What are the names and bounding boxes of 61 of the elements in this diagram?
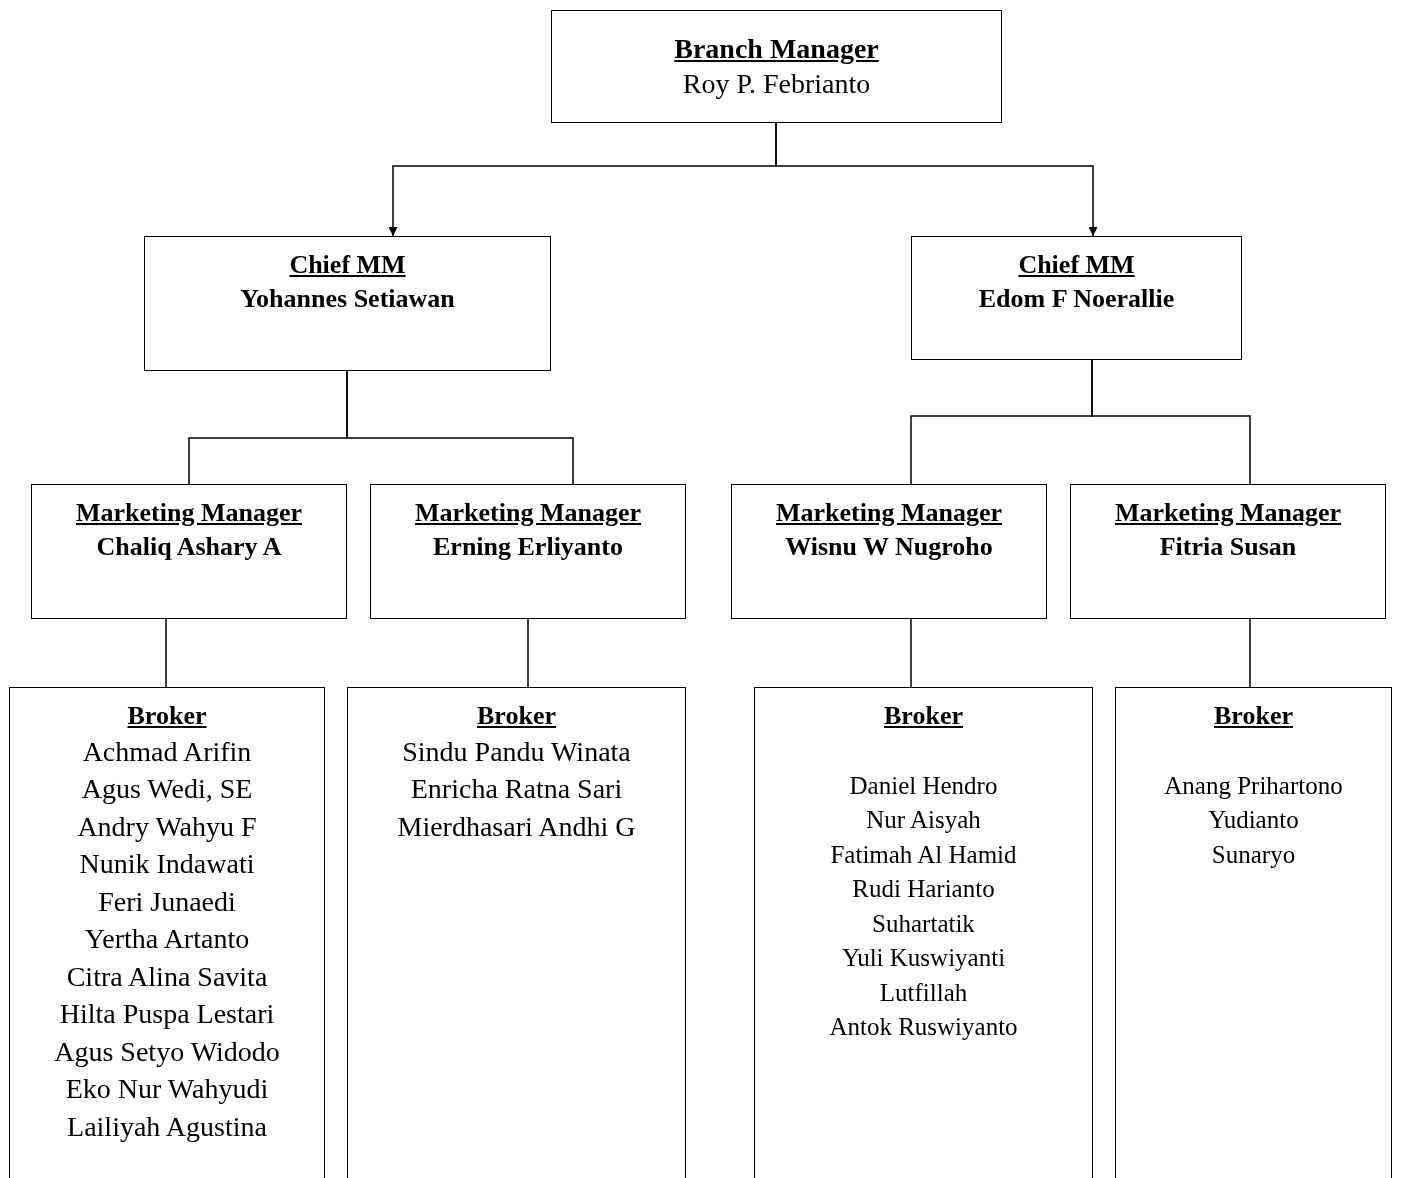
person-name: Lutfillah bbox=[879, 977, 968, 1008]
person-name: Achmad Arifin bbox=[82, 734, 252, 769]
person-name: Erning Erliyanto bbox=[433, 530, 623, 563]
role-title: Marketing Manager bbox=[1115, 497, 1341, 529]
person-name: Daniel Hendro bbox=[849, 770, 998, 801]
person-name: Yudianto bbox=[1208, 805, 1299, 835]
org-box bbox=[551, 10, 1002, 123]
org-box bbox=[754, 687, 1093, 1178]
connector-line bbox=[527, 618, 529, 688]
role-title: Chief MM bbox=[289, 249, 406, 281]
connector-line bbox=[346, 370, 574, 485]
role-title: Marketing Manager bbox=[776, 497, 1002, 529]
connector-line bbox=[1249, 618, 1251, 688]
person-name: Agus Wedi, SE bbox=[81, 772, 253, 806]
connector-line bbox=[910, 618, 912, 688]
connector-line bbox=[165, 618, 167, 688]
person-name: Wisnu W Nugroho bbox=[785, 530, 993, 563]
person-name: Yohannes Setiawan bbox=[240, 282, 455, 315]
role-title: Broker bbox=[884, 700, 963, 732]
org-box bbox=[370, 484, 686, 619]
person-name: Edom F Noerallie bbox=[978, 282, 1175, 315]
person-name: Antok Ruswiyanto bbox=[829, 1012, 1018, 1042]
person-name: Sindu Pandu Winata bbox=[402, 734, 631, 769]
person-name: Nunik Indawati bbox=[79, 847, 255, 882]
role-title: Chief MM bbox=[1018, 249, 1135, 281]
person-name: Sunaryo bbox=[1211, 839, 1296, 870]
org-box bbox=[31, 484, 347, 619]
role-title: Broker bbox=[477, 700, 556, 732]
person-name: Fitria Susan bbox=[1159, 530, 1297, 563]
person-name: Roy P. Febrianto bbox=[682, 67, 871, 101]
person-name: Hilta Puspa Lestari bbox=[59, 997, 275, 1032]
role-title: Broker bbox=[1214, 700, 1293, 732]
org-box bbox=[1115, 687, 1392, 1178]
org-box bbox=[144, 236, 551, 371]
person-name: Citra Alina Savita bbox=[66, 959, 268, 994]
role-title: Marketing Manager bbox=[76, 497, 302, 529]
org-box bbox=[731, 484, 1047, 619]
person-name: Agus Setyo Widodo bbox=[54, 1034, 280, 1069]
role-title: Marketing Manager bbox=[415, 497, 641, 529]
connector-line bbox=[1091, 359, 1251, 485]
person-name: Fatimah Al Hamid bbox=[830, 839, 1017, 870]
person-name: Suhartatik bbox=[872, 908, 975, 939]
org-box bbox=[9, 687, 325, 1178]
role-title: Branch Manager bbox=[674, 32, 879, 66]
person-name: Yertha Artanto bbox=[84, 922, 250, 957]
arrow bbox=[775, 122, 1098, 237]
person-name: Mierdhasari Andhi G bbox=[397, 809, 636, 844]
person-name: Lailiyah Agustina bbox=[67, 1109, 267, 1144]
org-box bbox=[1070, 484, 1386, 619]
person-name: Eko Nur Wahyudi bbox=[65, 1072, 269, 1107]
person-name: Andry Wahyu F bbox=[77, 809, 257, 844]
person-name: Nur Aisyah bbox=[866, 805, 981, 835]
person-name: Feri Junaedi bbox=[98, 884, 236, 919]
person-name: Rudi Harianto bbox=[852, 874, 995, 904]
org-box bbox=[911, 236, 1242, 360]
person-name: Anang Prihartono bbox=[1164, 770, 1343, 801]
person-name: Yuli Kuswiyanti bbox=[841, 943, 1006, 973]
org-box bbox=[347, 687, 686, 1178]
role-title: Broker bbox=[127, 700, 207, 732]
person-name: Chaliq Ashary A bbox=[96, 530, 282, 563]
person-name: Enricha Ratna Sari bbox=[410, 772, 623, 806]
